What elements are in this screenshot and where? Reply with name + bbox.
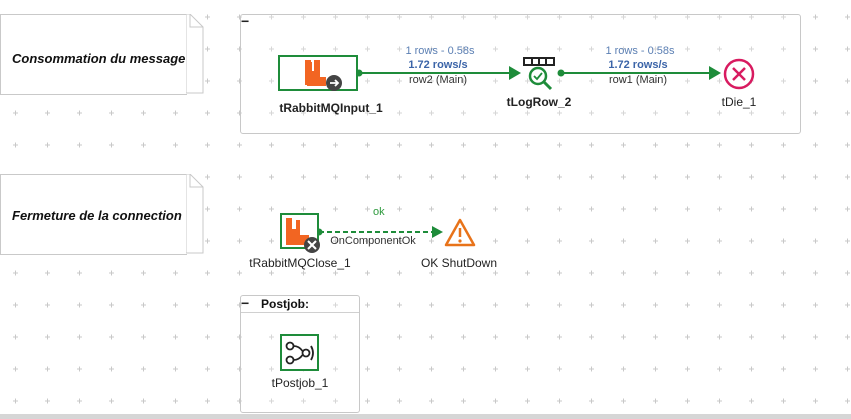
ok-shutdown-label: OK ShutDown [420,256,498,270]
flow-row1-stats: 1 rows - 0.58s [605,45,675,57]
trigger-oncomponentok-label[interactable]: OnComponentOk [330,235,416,247]
subjob-postjob-titlebar[interactable]: − Postjob: [241,296,359,313]
subjob-collapse-button[interactable]: − [241,13,250,29]
logrow-icon[interactable] [522,56,556,92]
flow-row1-rate: 1.72 rows/s [608,59,668,71]
note-fold-corner [186,174,204,254]
flow-row2-stats: 1 rows - 0.58s [405,45,475,57]
die-icon[interactable] [722,57,756,91]
flow-row2-rate: 1.72 rows/s [408,59,468,71]
note-consumption[interactable]: Consommation du message [0,14,187,95]
trigger-ok-label: ok [373,206,385,218]
die-label: tDie_1 [721,95,757,109]
subjob-collapse-button[interactable]: − [241,295,250,311]
rabbitmq-close-label: tRabbitMQClose_1 [249,256,351,270]
flow-row1-label[interactable]: row1 (Main) [608,74,668,86]
rabbitmq-input-label: tRabbitMQInput_1 [279,101,383,115]
flow-row2-label[interactable]: row2 (Main) [408,74,468,86]
note-closing-text: Fermeture de la connection [12,208,182,223]
subjob-postjob-title: Postjob: [261,297,309,311]
logrow-label: tLogRow_2 [506,95,572,109]
flow-row1-line[interactable] [557,66,722,80]
horizontal-scrollbar[interactable] [0,414,851,419]
rabbitmq-input-icon[interactable] [278,55,360,91]
note-consumption-text: Consommation du message [12,51,186,66]
postjob-icon[interactable] [280,334,320,372]
postjob-label: tPostjob_1 [271,376,329,390]
note-closing[interactable]: Fermeture de la connection [0,174,187,255]
rabbitmq-close-icon[interactable] [278,211,322,257]
warning-icon[interactable] [443,217,477,249]
note-fold-corner [186,14,204,94]
